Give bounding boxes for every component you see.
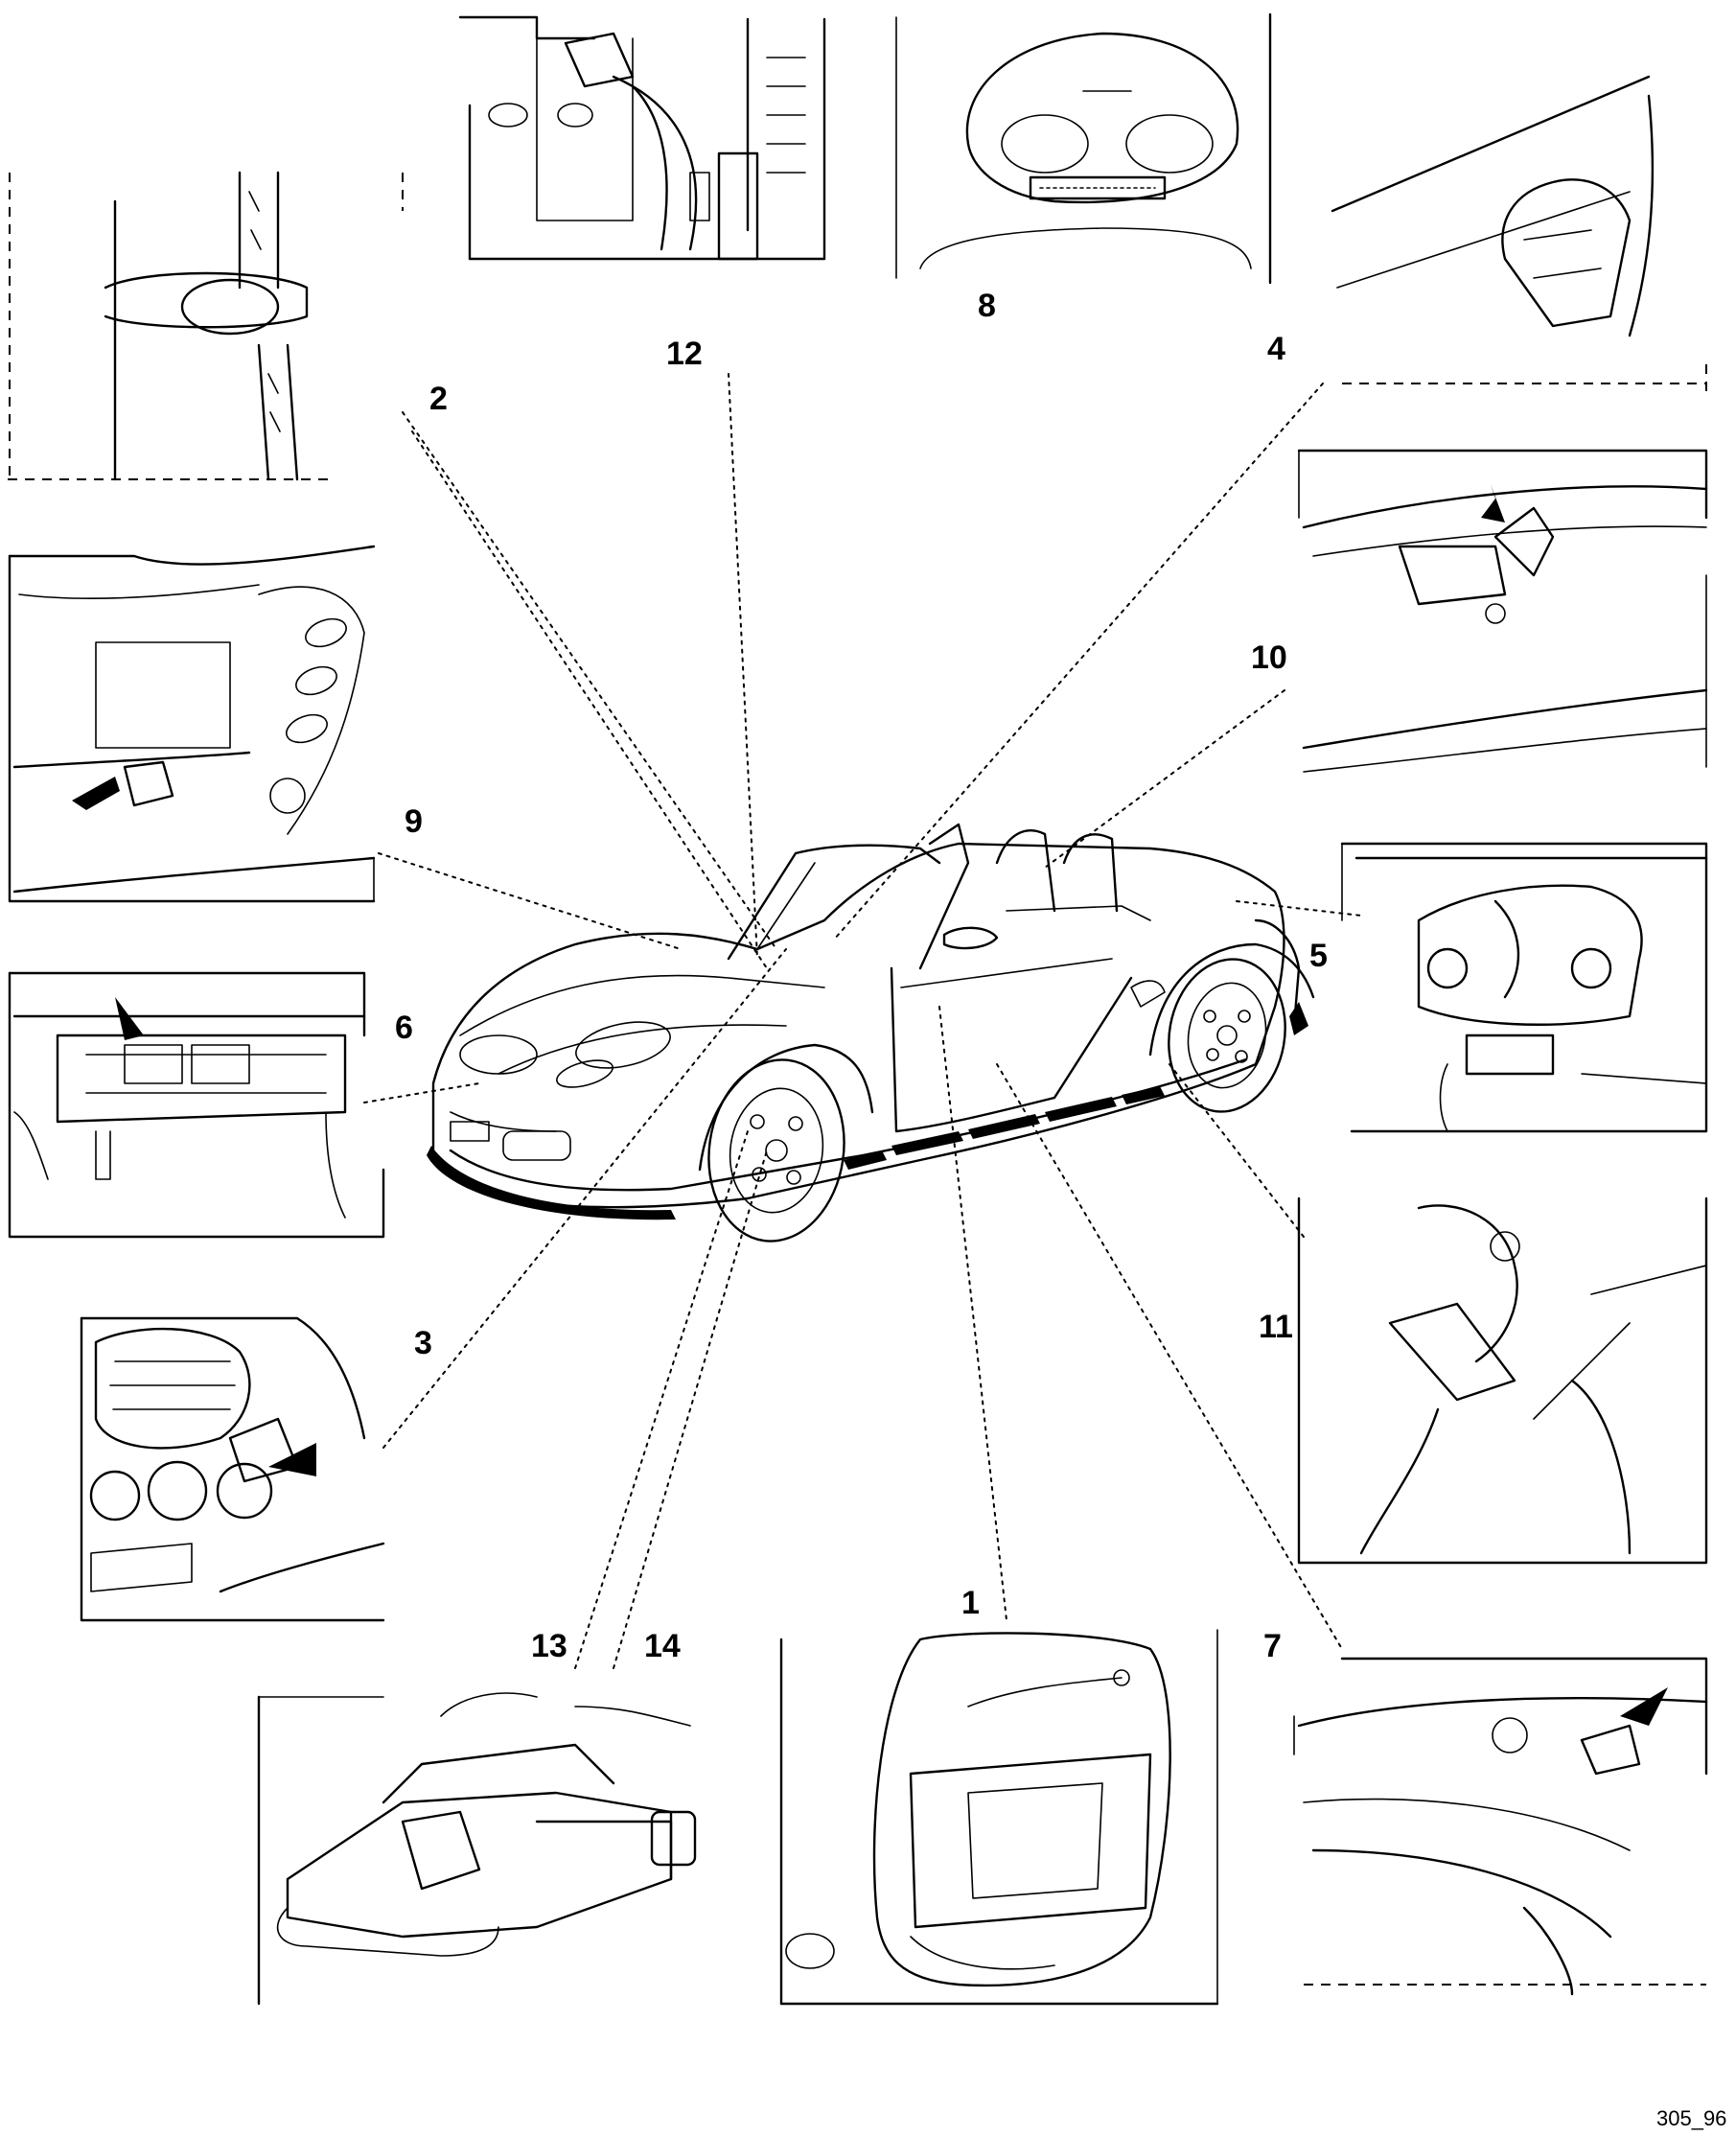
detail-panel-9 <box>8 545 376 903</box>
detail-panel-11 <box>1297 1196 1708 1565</box>
detail-panel-5 <box>1340 842 1708 1133</box>
callout-10: 10 <box>1251 639 1287 676</box>
callout-14: 14 <box>644 1628 681 1664</box>
detail-panel-12 <box>458 15 826 261</box>
callout-13: 13 <box>531 1628 567 1664</box>
detail-panel-4 <box>1331 75 1707 393</box>
detail-panel-1 <box>779 1629 1219 2006</box>
detail-panel-6 <box>8 971 385 1239</box>
detail-panel-7 <box>1293 1657 1708 1996</box>
car-illustration <box>427 823 1315 1243</box>
leader-lines <box>363 373 1362 1669</box>
callout-12: 12 <box>666 336 703 372</box>
callout-1: 1 <box>961 1585 980 1621</box>
figure-reference: 305_96 <box>1656 2106 1726 2130</box>
detail-panel-2 <box>8 171 404 481</box>
callout-labels: 1 2 3 4 5 6 7 8 9 10 11 12 13 14 <box>395 288 1328 1664</box>
callout-7: 7 <box>1263 1628 1282 1664</box>
callout-9: 9 <box>405 803 423 840</box>
detail-panel-13-14 <box>257 1692 697 2006</box>
callout-2: 2 <box>429 381 448 417</box>
callout-4: 4 <box>1267 331 1285 367</box>
callout-5: 5 <box>1309 938 1328 974</box>
detail-panel-3 <box>80 1316 385 1622</box>
callout-8: 8 <box>978 288 996 324</box>
callout-3: 3 <box>414 1325 432 1361</box>
callout-11: 11 <box>1259 1309 1293 1345</box>
detail-panel-10 <box>1297 449 1708 773</box>
detail-panel-8 <box>895 12 1272 285</box>
callout-6: 6 <box>395 1010 413 1046</box>
